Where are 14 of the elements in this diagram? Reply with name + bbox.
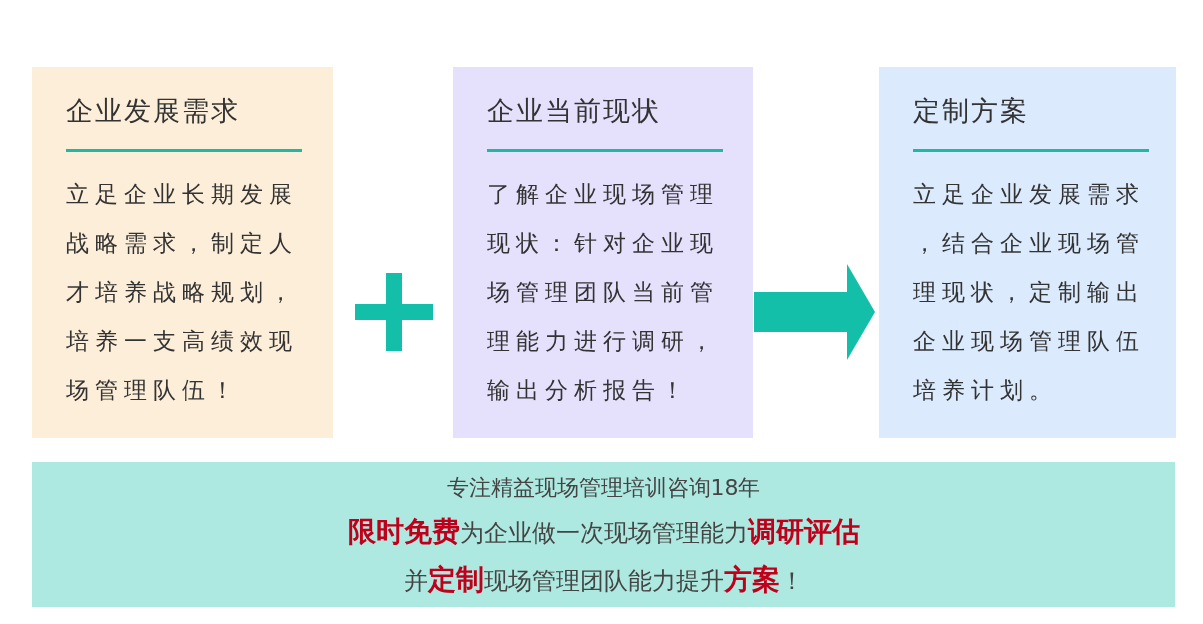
info-card [32, 67, 333, 438]
card-text: 了解企业现场管理现状：针对企业现场管理团队当前管理能力进行调研，输出分析报告！ [487, 180, 720, 405]
card-heading: 企业当前现状 [487, 93, 723, 152]
banner-text: 专注精益现场管理培训咨询18年 [446, 474, 761, 502]
arrow [754, 264, 875, 360]
offer-text: 并定制现场管理团队能力提升方案！ [403, 562, 804, 598]
offer-text: 限时免费为企业做一次现场管理能力调研评估 [347, 514, 860, 550]
card-text: 立足企业长期发展战略需求，制定人才培养战略规划，培养一支高绩效现场管理队伍！ [66, 180, 299, 405]
card-text: 立足企业发展需求，结合企业现场管理现状，定制输出企业现场管理队伍培养计划。 [913, 180, 1146, 405]
info-card [879, 67, 1176, 438]
info-card [453, 67, 753, 438]
card-heading: 定制方案 [913, 93, 1149, 152]
card-heading: 企业发展需求 [66, 93, 302, 152]
banner-panel [32, 462, 1175, 607]
